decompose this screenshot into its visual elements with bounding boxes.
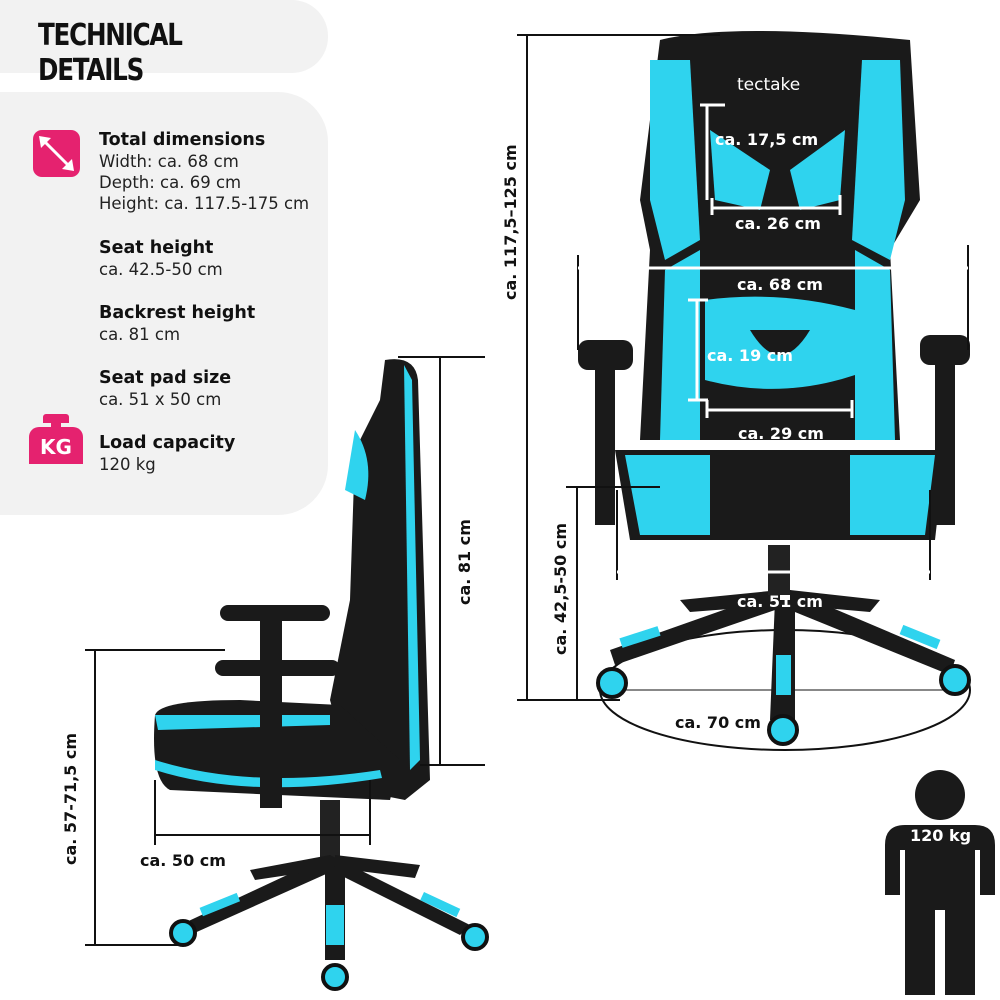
seat-width-label: ca. 51 cm xyxy=(737,592,823,611)
detail-heading: Load capacity xyxy=(99,433,236,453)
detail-value: Width: ca. 68 cm xyxy=(99,152,239,171)
detail-value: Depth: ca. 69 cm xyxy=(99,173,242,192)
brand-logo: tectake xyxy=(737,75,800,95)
page-title: TECHNICAL DETAILS xyxy=(38,18,183,88)
backrest-height-label: ca. 81 cm xyxy=(455,519,474,605)
armrest-height-label: ca. 57-71,5 cm xyxy=(61,733,80,865)
detail-value: Height: ca. 117.5-175 cm xyxy=(99,194,310,213)
detail-value: ca. 81 cm xyxy=(99,325,181,344)
seat-height-label: ca. 42,5-50 cm xyxy=(551,523,570,655)
lumbar-height-label: ca. 19 cm xyxy=(707,346,793,365)
detail-heading: Seat pad size xyxy=(99,368,232,388)
front-dimension-lines xyxy=(517,34,969,701)
person-load-label: 120 kg xyxy=(910,826,971,845)
person-silhouette-icon xyxy=(885,770,995,995)
side-dimension-labels: ca. 81 cm ca. 57-71,5 cm ca. 50 cm xyxy=(61,519,474,870)
lumbar-width-label: ca. 29 cm xyxy=(738,424,824,443)
side-dimension-lines xyxy=(85,356,485,946)
front-chair-illustration: tectake xyxy=(578,31,971,751)
detail-heading: Seat height xyxy=(99,238,214,258)
side-chair-illustration xyxy=(154,359,489,991)
dimensions-arrow-icon xyxy=(33,130,80,177)
detail-backrest-height: Backrest height ca. 81 cm xyxy=(99,303,255,345)
base-diameter-label: ca. 70 cm xyxy=(675,713,761,732)
headrest-height-label: ca. 17,5 cm xyxy=(715,130,818,149)
kg-weight-icon: KG xyxy=(29,414,83,464)
seat-depth-label: ca. 50 cm xyxy=(140,851,226,870)
front-dimension-labels: ca. 117,5–125 cm ca. 17,5 cm ca. 26 cm c… xyxy=(501,130,824,732)
details-panel: Total dimensions Width: ca. 68 cm Depth:… xyxy=(0,92,328,515)
detail-load-capacity: Load capacity 120 kg xyxy=(99,433,235,475)
detail-total-dimensions: Total dimensions Width: ca. 68 cm Depth:… xyxy=(99,130,309,214)
detail-value: ca. 51 x 50 cm xyxy=(99,390,222,409)
detail-seat-height: Seat height ca. 42.5-50 cm xyxy=(99,238,223,280)
total-height-label: ca. 117,5–125 cm xyxy=(501,144,520,300)
detail-seat-pad-size: Seat pad size ca. 51 x 50 cm xyxy=(99,368,231,410)
detail-heading: Total dimensions xyxy=(99,130,266,150)
width-label: ca. 68 cm xyxy=(737,275,823,294)
headrest-width-label: ca. 26 cm xyxy=(735,214,821,233)
detail-value: ca. 42.5-50 cm xyxy=(99,260,223,279)
detail-value: 120 kg xyxy=(99,455,156,474)
front-inner-dimension-lines xyxy=(688,103,854,418)
detail-heading: Backrest height xyxy=(99,303,256,323)
title-banner: TECHNICAL DETAILS xyxy=(0,0,328,88)
